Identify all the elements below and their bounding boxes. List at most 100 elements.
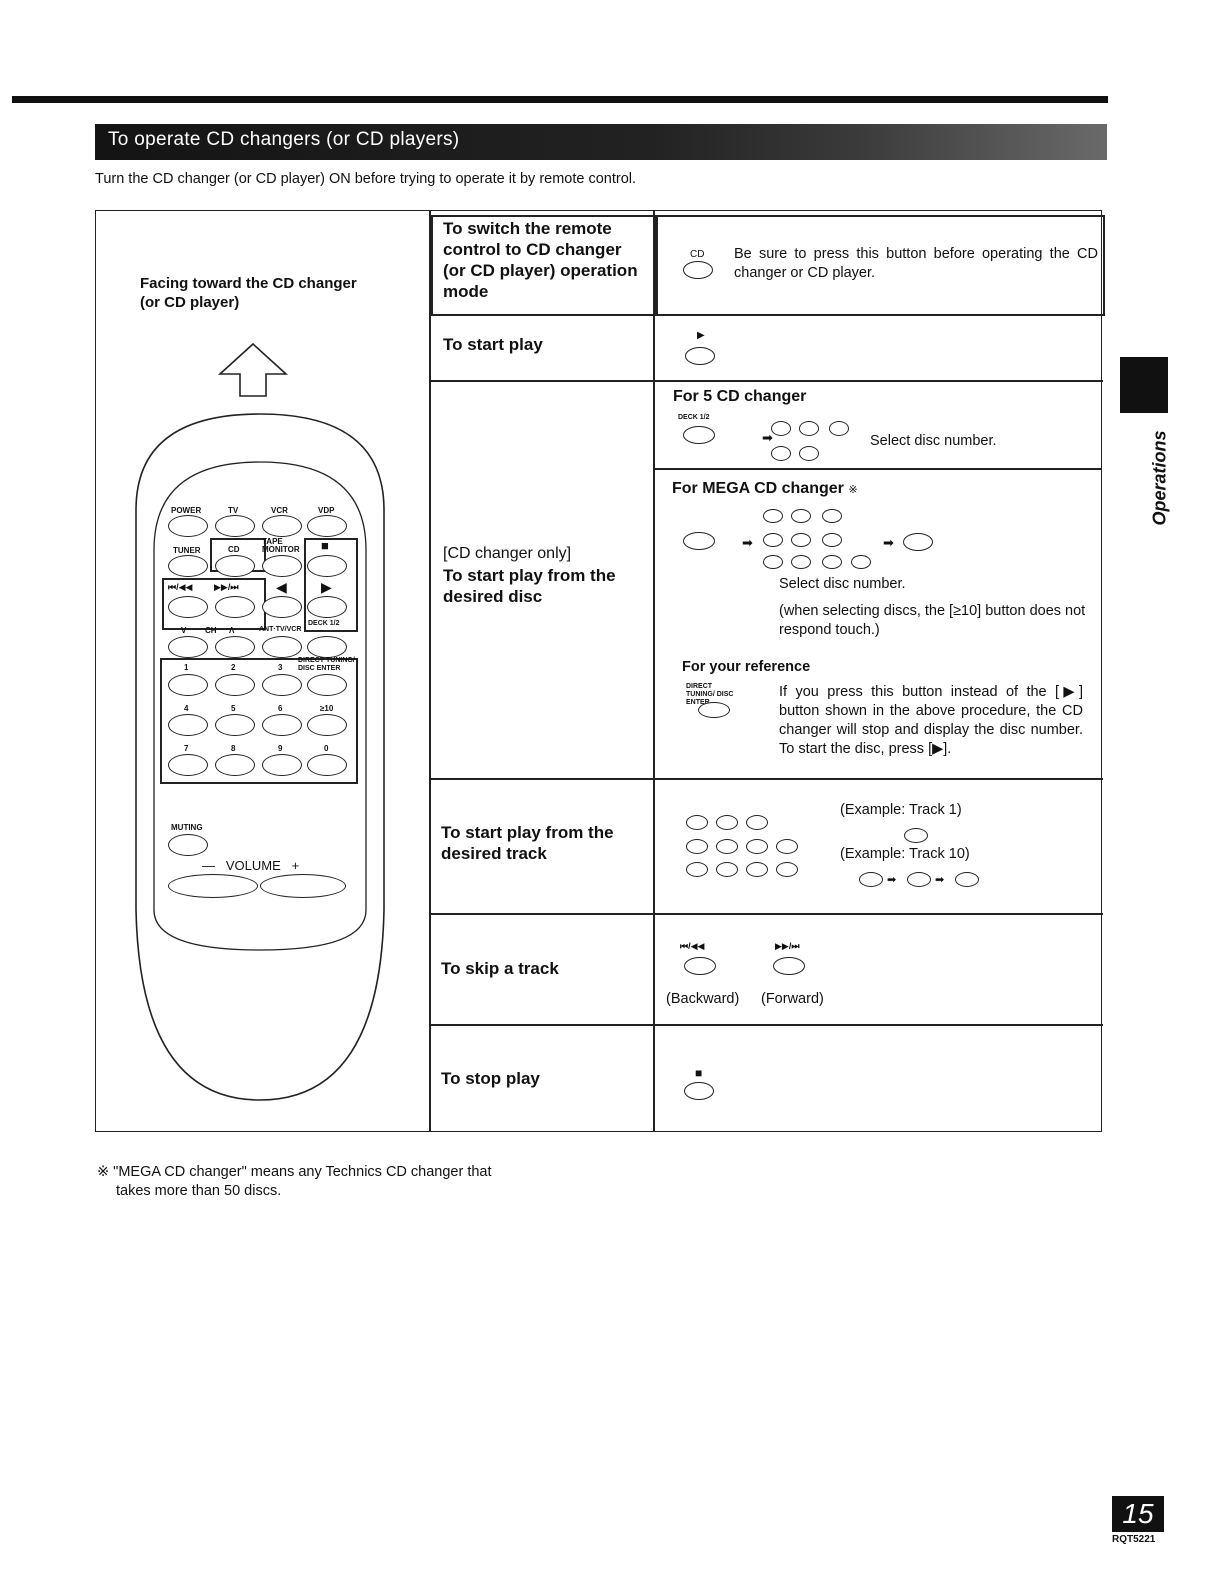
mega-key-button[interactable] bbox=[851, 555, 871, 569]
up-arrow-icon bbox=[217, 342, 289, 397]
five-deck-label: DECK 1/2 bbox=[678, 414, 710, 421]
track-key-button[interactable] bbox=[776, 862, 798, 877]
mega-select-text: Select disc number. bbox=[779, 576, 906, 592]
ch-down-button[interactable] bbox=[168, 636, 208, 658]
track-key-button[interactable] bbox=[716, 862, 738, 877]
tape-monitor-button[interactable] bbox=[262, 555, 302, 577]
volume-up-button[interactable] bbox=[260, 874, 346, 898]
prev-button[interactable] bbox=[168, 596, 208, 618]
reference-text: If you press this button instead of the … bbox=[779, 684, 1083, 757]
play-label: ▶ bbox=[321, 579, 332, 595]
mega-key-button[interactable] bbox=[791, 533, 811, 547]
play-icon: ▶ bbox=[697, 330, 705, 341]
track-key-button[interactable] bbox=[686, 862, 708, 877]
mega-key-button[interactable] bbox=[791, 509, 811, 523]
rewind-label: ◀ bbox=[276, 579, 287, 595]
key-10-button[interactable] bbox=[307, 714, 347, 736]
mode-row-frame bbox=[431, 215, 1105, 316]
track-key-button[interactable] bbox=[746, 839, 768, 854]
mega-key-button[interactable] bbox=[822, 555, 842, 569]
skip-forward-button[interactable] bbox=[773, 957, 805, 975]
power-button[interactable] bbox=[168, 515, 208, 537]
transport-highlight-box bbox=[304, 538, 358, 632]
direct-tuning-label: DIRECT TUNING/ DISC ENTER bbox=[298, 657, 355, 672]
track-key-button[interactable] bbox=[746, 862, 768, 877]
rewind-button[interactable] bbox=[262, 596, 302, 618]
key-8-button[interactable] bbox=[215, 754, 255, 776]
disc-3-button[interactable] bbox=[829, 421, 849, 436]
side-tab-label: Operations bbox=[1149, 430, 1170, 526]
disc-enter-button[interactable] bbox=[307, 674, 347, 696]
key-7-button[interactable] bbox=[168, 754, 208, 776]
mega-key-button[interactable] bbox=[822, 509, 842, 523]
track-key-button[interactable] bbox=[686, 839, 708, 854]
mode-label: To switch the remote control to CD chang… bbox=[443, 219, 638, 301]
key-2-button[interactable] bbox=[215, 674, 255, 696]
track-key-button[interactable] bbox=[716, 815, 738, 830]
vcr-button[interactable] bbox=[262, 515, 302, 537]
vdp-button[interactable] bbox=[307, 515, 347, 537]
five-deck-button[interactable] bbox=[683, 426, 715, 444]
cd-mode-button-label: CD bbox=[690, 249, 705, 260]
mega-key-button[interactable] bbox=[822, 533, 842, 547]
mega-key-button[interactable] bbox=[763, 533, 783, 547]
play-button[interactable] bbox=[307, 596, 347, 618]
track-0-button[interactable] bbox=[955, 872, 979, 887]
disc-4-button[interactable] bbox=[771, 446, 791, 461]
tape-monitor-label: TAPE MONITOR bbox=[262, 537, 300, 554]
table-divider bbox=[429, 210, 431, 1132]
skip-back-button[interactable] bbox=[684, 957, 716, 975]
table-divider bbox=[655, 215, 658, 316]
track-key-button[interactable] bbox=[716, 839, 738, 854]
arrow-right-icon: ➡ bbox=[883, 535, 894, 550]
stop-icon: ■ bbox=[695, 1066, 703, 1080]
stop-play-button[interactable] bbox=[684, 1082, 714, 1100]
volume-label: — VOLUME + bbox=[202, 858, 300, 873]
key-4-button[interactable] bbox=[168, 714, 208, 736]
track-10-button[interactable] bbox=[859, 872, 883, 887]
ch-up-button[interactable] bbox=[215, 636, 255, 658]
mega-key-button[interactable] bbox=[763, 509, 783, 523]
disc-2-button[interactable] bbox=[799, 421, 819, 436]
cd-button[interactable] bbox=[215, 555, 255, 577]
footnote-line-1: ※ "MEGA CD changer" means any Technics C… bbox=[97, 1164, 492, 1180]
stop-button[interactable] bbox=[307, 555, 347, 577]
track-1-step-button[interactable] bbox=[907, 872, 931, 887]
track-key-button[interactable] bbox=[686, 815, 708, 830]
mega-key-button[interactable] bbox=[763, 555, 783, 569]
key-6-label: 6 bbox=[278, 704, 283, 713]
ant-button[interactable] bbox=[262, 636, 302, 658]
key-1-button[interactable] bbox=[168, 674, 208, 696]
track-key-button[interactable] bbox=[746, 815, 768, 830]
volume-down-button[interactable] bbox=[168, 874, 258, 898]
mega-deck-button[interactable] bbox=[683, 532, 715, 550]
cd-label: CD bbox=[228, 545, 240, 554]
disc-1-button[interactable] bbox=[771, 421, 791, 436]
key-5-button[interactable] bbox=[215, 714, 255, 736]
key-9-button[interactable] bbox=[262, 754, 302, 776]
numeric-keypad-box bbox=[160, 658, 358, 784]
key-0-button[interactable] bbox=[307, 754, 347, 776]
muting-button[interactable] bbox=[168, 834, 208, 856]
cd-mode-button[interactable] bbox=[683, 261, 713, 279]
mega-play-button[interactable] bbox=[903, 533, 933, 551]
key-3-button[interactable] bbox=[262, 674, 302, 696]
key-6-button[interactable] bbox=[262, 714, 302, 736]
mega-key-button[interactable] bbox=[791, 555, 811, 569]
track-key-button[interactable] bbox=[776, 839, 798, 854]
five-select-text: Select disc number. bbox=[870, 433, 997, 449]
next-button[interactable] bbox=[215, 596, 255, 618]
tv-button[interactable] bbox=[215, 515, 255, 537]
tuner-button[interactable] bbox=[168, 555, 208, 577]
skip-track-label: To skip a track bbox=[441, 959, 559, 978]
deck-button[interactable] bbox=[307, 636, 347, 658]
direct-tuning-ref-label: DIRECT TUNING/ DISC ENTER bbox=[686, 683, 734, 706]
disc-5-button[interactable] bbox=[799, 446, 819, 461]
direct-tuning-button[interactable] bbox=[698, 702, 730, 718]
start-play-button[interactable] bbox=[685, 347, 715, 365]
start-play-label: To start play bbox=[443, 335, 543, 354]
backward-text: (Backward) bbox=[666, 991, 740, 1007]
track-1-button[interactable] bbox=[904, 828, 928, 843]
section-header-bar bbox=[95, 124, 1107, 160]
arrow-right-icon: ➡ bbox=[742, 535, 753, 550]
